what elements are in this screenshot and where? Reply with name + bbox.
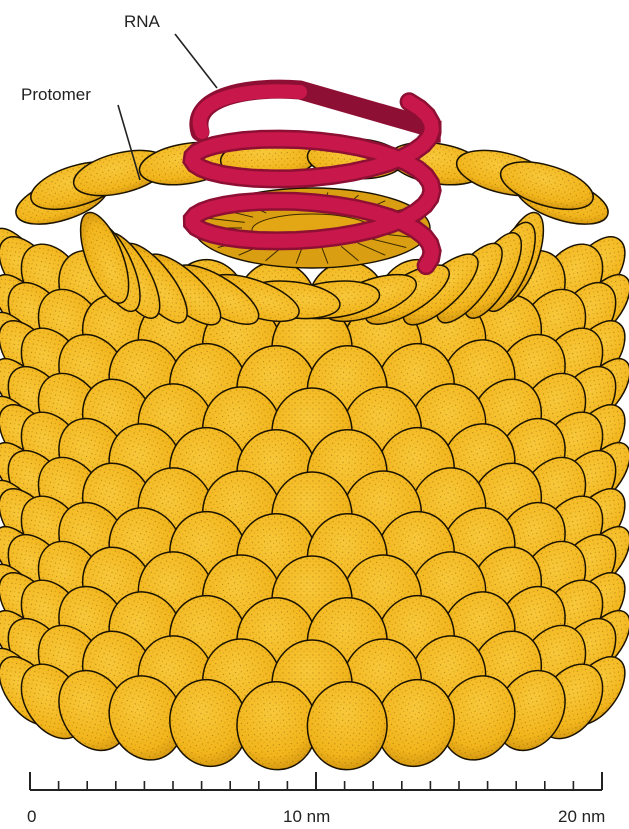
scale-tick-0: 0 (27, 807, 36, 826)
rna-label: RNA (124, 12, 161, 31)
scale-tick-20: 20 nm (558, 807, 605, 826)
scale-bar (30, 772, 602, 790)
scale-tick-10: 10 nm (283, 807, 330, 826)
protomer-label: Protomer (21, 85, 91, 104)
rna-leader-line (175, 34, 217, 88)
